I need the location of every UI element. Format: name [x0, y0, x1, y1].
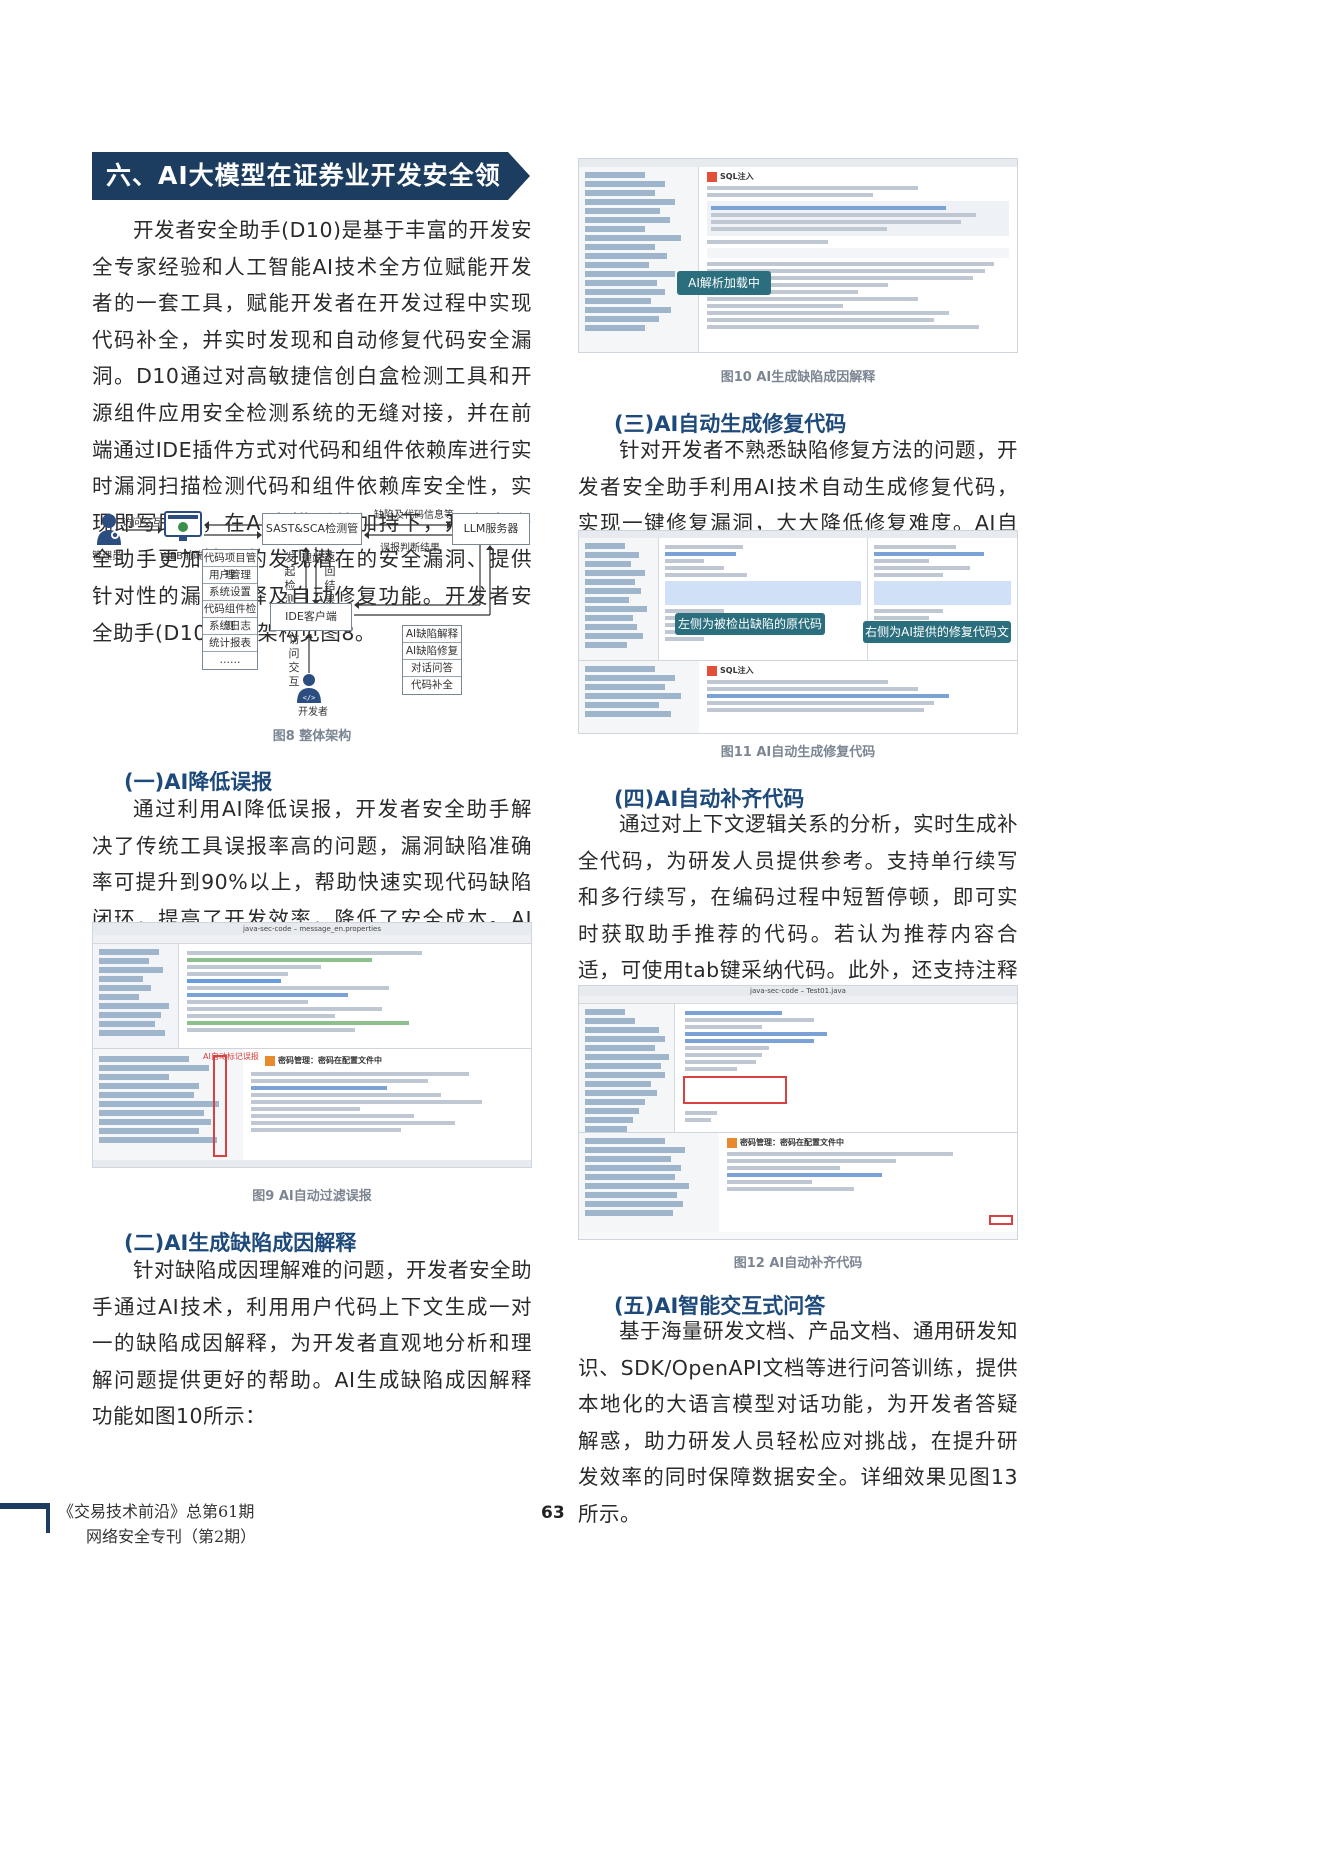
fig12-title-bar: java-sec-code – Test01.java	[579, 986, 1017, 996]
page-number: 63	[541, 1503, 565, 1523]
developer-label: 开发者	[298, 707, 328, 718]
web-menu-item: ……	[219, 654, 241, 666]
footer-accent-bar	[0, 1503, 50, 1509]
ide-client-box: IDE客户端	[270, 603, 352, 631]
developer-icon: </>	[297, 674, 321, 703]
web-menu-item: 代码项目管理	[203, 552, 257, 581]
fig11-right-callout: 右侧为AI提供的修复代码文件	[863, 621, 1011, 661]
admin-icon	[97, 514, 121, 545]
fig11-panel-title: SQL注入	[720, 666, 754, 675]
vuln-icon	[707, 171, 717, 182]
section1-heading: (一)AI降低误报	[124, 770, 273, 794]
section5-paragraph: 基于海量研发文档、产品文档、通用研发知识、SDK/OpenAPI文档等进行问答训…	[578, 1319, 1018, 1526]
svg-text:</>: </>	[303, 694, 316, 702]
fig10-callout: AI解析加载中	[677, 271, 771, 295]
warning-icon	[265, 1055, 275, 1066]
warning-icon	[727, 1137, 737, 1148]
explain-result-label: 误报判断结果	[380, 543, 440, 554]
ide-feature-stack: AI缺陷解释 AI缺陷修复 对话问答 代码补全	[402, 625, 462, 695]
fig9-panel-title: 密码管理：密码在配置文件中	[278, 1056, 382, 1065]
section2-heading: (二)AI生成缺陷成因解释	[124, 1231, 357, 1255]
return-result-label: 返回结果	[324, 551, 336, 606]
fig10-panel-title: SQL注入	[720, 172, 754, 181]
section5-heading: (五)AI智能交互式问答	[614, 1294, 826, 1318]
fig9-title-bar: java-sec-code – message_en.properties	[93, 923, 531, 935]
fig10-screenshot: SQL注入 AI解析加载中	[578, 158, 1018, 353]
web-menu-item: 系统日志	[203, 618, 257, 635]
access-interact-label: 访问交互	[288, 633, 300, 688]
fig11-left-callout: 左侧为被检出缺陷的原代码文件	[675, 613, 825, 653]
vuln-icon	[707, 665, 717, 676]
fig9-caption: 图9 AI自动过滤误报	[252, 1189, 372, 1204]
launch-detect-label: 发起检测	[284, 551, 296, 606]
footer-journal: 《交易技术前沿》总第61期	[58, 1502, 255, 1521]
web-menu-item: 代码组件检测	[203, 603, 257, 632]
fig11-caption: 图11 AI自动生成修复代码	[720, 745, 876, 760]
web-frontend-icon	[164, 511, 202, 541]
section4-heading: (四)AI自动补齐代码	[614, 787, 805, 811]
web-frontend-label: WEB前端	[160, 551, 204, 562]
fig12-caption: 图12 AI自动补齐代码	[733, 1256, 863, 1271]
web-menu-item: 用户管理	[203, 567, 257, 584]
fig8-caption: 图8 整体架构	[272, 729, 352, 744]
web-menu-item: 系统设置	[203, 584, 257, 601]
fig11-screenshot: 左侧为被检出缺陷的原代码文件 右侧为AI提供的修复代码文件 SQL注入	[578, 530, 1018, 734]
fig12-panel-title: 密码管理：密码在配置文件中	[740, 1138, 844, 1147]
ide-feature-item: 代码补全	[411, 679, 453, 691]
llm-server-box: LLM服务器	[452, 513, 530, 545]
section3-heading: (三)AI自动生成修复代码	[614, 412, 847, 436]
fig9-screenshot: java-sec-code – message_en.properties AI…	[92, 922, 532, 1168]
architecture-diagram: 管理员 访问交互 WEB前端 SAST&SCA检测管理端 缺陷及代码信息等 误报…	[92, 505, 532, 720]
web-menu-item: 统计报表	[203, 635, 257, 652]
main-heading: 六、AI大模型在证券业开发安全领域的应用实践	[92, 152, 530, 238]
footer-issue: 网络安全专刊（第2期）	[86, 1527, 257, 1546]
sast-sca-box: SAST&SCA检测管理端	[262, 513, 362, 565]
access-label-top: 访问交互	[122, 518, 162, 529]
admin-label: 管理员	[92, 551, 122, 562]
footer-accent-vertical	[46, 1503, 50, 1533]
ide-feature-item: 对话问答	[403, 660, 461, 677]
ide-feature-item: AI缺陷修复	[403, 643, 461, 660]
section2-paragraph: 针对缺陷成因理解难的问题，开发者安全助手通过AI技术，利用用户代码上下文生成一对…	[92, 1258, 532, 1429]
ide-feature-item: AI缺陷解释	[403, 626, 461, 643]
defect-info-label: 缺陷及代码信息等	[374, 510, 454, 521]
web-menu-stack: 代码项目管理 用户管理 系统设置 代码组件检测 系统日志 统计报表 ……	[202, 549, 258, 670]
fig10-caption: 图10 AI生成缺陷成因解释	[720, 370, 876, 385]
fig12-screenshot: java-sec-code – Test01.java 密码管理：密码在配置文件…	[578, 985, 1018, 1240]
fig9-callout: AI自动标记误报	[203, 1052, 259, 1061]
